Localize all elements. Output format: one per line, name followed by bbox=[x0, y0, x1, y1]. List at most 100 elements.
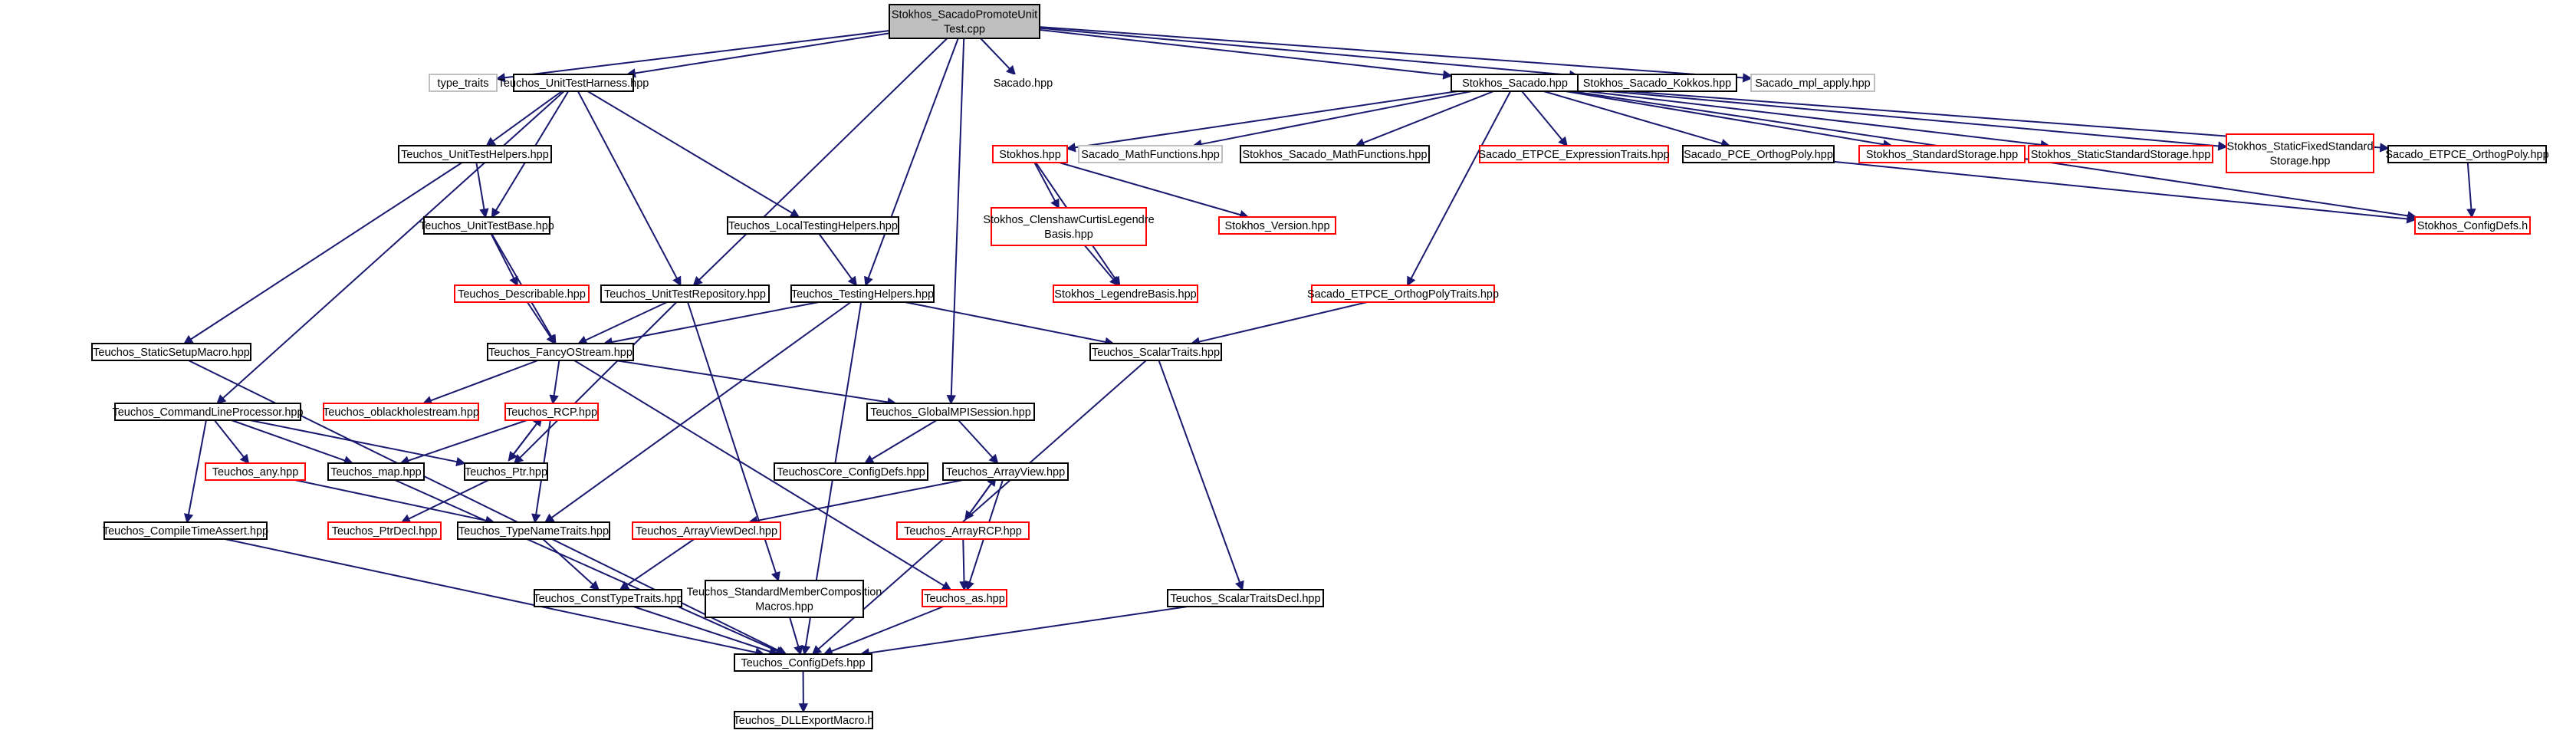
node-box bbox=[1479, 145, 1669, 163]
arrow-head-icon bbox=[811, 645, 823, 656]
node-box bbox=[2387, 145, 2547, 163]
node-any[interactable]: Teuchos_any.hpp bbox=[205, 462, 306, 481]
edge-uth-to-ltest bbox=[586, 90, 800, 218]
node-sstd[interactable]: Stokhos_StandardStorage.hpp bbox=[1858, 145, 2026, 163]
node-mpl[interactable]: Sacado_mpl_apply.hpp bbox=[1750, 74, 1875, 92]
node-label: Basis.hpp bbox=[1044, 229, 1093, 241]
edge-line bbox=[542, 538, 594, 586]
arrow-head-icon bbox=[491, 207, 501, 219]
node-ssk[interactable]: Stokhos_Sacado_Kokkos.hpp bbox=[1577, 74, 1737, 92]
node-box bbox=[992, 145, 1068, 163]
node-fos[interactable]: Teuchos_FancyOStream.hpp bbox=[487, 343, 634, 361]
arrow-head-icon bbox=[509, 275, 518, 287]
node-ssm[interactable]: Teuchos_StaticSetupMacro.hpp bbox=[91, 343, 251, 361]
node-setoptr[interactable]: Sacado_ETPCE_OrthogPolyTraits.hpp bbox=[1307, 284, 1499, 303]
edges-layer bbox=[182, 26, 2476, 713]
arrow-head-icon bbox=[183, 513, 194, 524]
arrow-head-icon bbox=[1558, 136, 1568, 147]
edge-arcp-to-av bbox=[964, 476, 997, 521]
node-sleg[interactable]: Stokhos_LegendreBasis.hpp bbox=[1053, 284, 1198, 303]
node-box bbox=[327, 521, 442, 540]
node-box bbox=[1577, 74, 1737, 92]
edge-setoptr-to-str bbox=[1190, 301, 1368, 347]
node-str[interactable]: Teuchos_ScalarTraits.hpp bbox=[1089, 343, 1222, 361]
edge-clp-to-ptr bbox=[249, 419, 466, 467]
node-rcp[interactable]: Teuchos_RCP.hpp bbox=[504, 403, 599, 421]
node-setet[interactable]: Sacado_ETPCE_ExpressionTraits.hpp bbox=[1478, 145, 1670, 163]
node-av[interactable]: Teuchos_ArrayView.hpp bbox=[942, 462, 1069, 481]
edge-line bbox=[964, 483, 992, 521]
node-uthelp[interactable]: Teuchos_UnitTestHelpers.hpp bbox=[398, 145, 552, 163]
node-utr[interactable]: Teuchos_UnitTestRepository.hpp bbox=[600, 284, 770, 303]
edge-stokhos-to-scc bbox=[1033, 162, 1060, 209]
node-box bbox=[942, 462, 1069, 481]
arrow-head-icon bbox=[531, 513, 541, 524]
node-label: Sacado_ETPCE_OrthogPolyTraits.hpp bbox=[1307, 288, 1499, 301]
arrow-head-icon bbox=[2466, 208, 2476, 219]
edge-line bbox=[756, 479, 963, 522]
arrow-head-icon bbox=[789, 209, 800, 218]
edge-avd-to-ctt bbox=[619, 538, 695, 590]
edge-line bbox=[958, 419, 994, 459]
edge-line bbox=[950, 38, 965, 396]
node-type_traits[interactable]: type_traits bbox=[429, 74, 498, 92]
edge-line bbox=[626, 538, 695, 587]
node-label: Stokhos_ConfigDefs.h bbox=[2417, 220, 2528, 232]
edge-line bbox=[1039, 28, 1444, 76]
arrow-head-icon bbox=[182, 334, 194, 344]
node-obh[interactable]: Teuchos_oblackholestream.hpp bbox=[323, 403, 479, 421]
edge-root-to-utr bbox=[692, 38, 948, 287]
node-box bbox=[513, 74, 634, 92]
edge-line bbox=[573, 360, 945, 587]
edge-line bbox=[1074, 90, 1458, 149]
node-setop[interactable]: Sacado_ETPCE_OrthogPoly.hpp bbox=[2385, 145, 2549, 163]
node-sver[interactable]: Stokhos_Version.hpp bbox=[1218, 216, 1336, 235]
arrow-head-icon bbox=[941, 581, 952, 590]
edge-scc-to-sleg bbox=[1083, 245, 1119, 287]
node-arcp[interactable]: Teuchos_ArrayRCP.hpp bbox=[896, 521, 1030, 540]
node-ltest[interactable]: Teuchos_LocalTestingHelpers.hpp bbox=[727, 216, 899, 235]
arrow-head-icon bbox=[863, 455, 875, 464]
node-stokhos[interactable]: Stokhos.hpp bbox=[992, 145, 1068, 163]
node-box bbox=[114, 403, 301, 421]
node-ptr[interactable]: Teuchos_Ptr.hpp bbox=[464, 462, 548, 481]
node-dll[interactable]: Teuchos_DLLExportMacro.h bbox=[734, 711, 874, 729]
node-cta[interactable]: Teuchos_CompileTimeAssert.hpp bbox=[103, 521, 268, 540]
node-spce[interactable]: Sacado_PCE_OrthogPoly.hpp bbox=[1682, 145, 1835, 163]
node-desc[interactable]: Teuchos_Describable.hpp bbox=[454, 284, 590, 303]
node-clp[interactable]: Teuchos_CommandLineProcessor.hpp bbox=[112, 403, 304, 421]
node-ss[interactable]: Stokhos_Sacado.hpp bbox=[1451, 74, 1579, 92]
node-sstatic[interactable]: Stokhos_StaticStandardStorage.hpp bbox=[2028, 145, 2213, 163]
node-utb[interactable]: Teuchos_UnitTestBase.hpp bbox=[419, 216, 554, 235]
node-uth[interactable]: Teuchos_UnitTestHarness.hpp bbox=[498, 74, 649, 92]
node-strd[interactable]: Teuchos_ScalarTraitsDecl.hpp bbox=[1167, 589, 1324, 607]
node-map[interactable]: Teuchos_map.hpp bbox=[327, 462, 425, 481]
node-tcc[interactable]: TeuchosCore_ConfigDefs.hpp bbox=[774, 462, 928, 481]
node-ctt[interactable]: Teuchos_ConstTypeTraits.hpp bbox=[533, 589, 683, 607]
node-avd[interactable]: Teuchos_ArrayViewDecl.hpp bbox=[632, 521, 781, 540]
edge-line bbox=[2466, 162, 2472, 210]
node-box bbox=[1311, 284, 1495, 303]
node-smf[interactable]: Sacado_MathFunctions.hpp bbox=[1078, 145, 1223, 163]
node-label: Sacado_ETPCE_OrthogPoly.hpp bbox=[2385, 149, 2548, 161]
node-label: Teuchos_TestingHelpers.hpp bbox=[791, 288, 934, 301]
node-as[interactable]: Teuchos_as.hpp bbox=[922, 589, 1007, 607]
edge-fos-to-gmpi bbox=[615, 360, 897, 407]
node-thelp[interactable]: Teuchos_TestingHelpers.hpp bbox=[790, 284, 935, 303]
edge-line bbox=[615, 360, 889, 403]
node-box bbox=[1078, 145, 1223, 163]
node-tconf[interactable]: Teuchos_ConfigDefs.hpp bbox=[734, 653, 872, 672]
node-sacado[interactable]: Sacado.hpp bbox=[986, 74, 1060, 91]
edge-line bbox=[187, 419, 207, 515]
node-sconf[interactable]: Stokhos_ConfigDefs.h bbox=[2414, 216, 2531, 235]
node-smcm[interactable]: Teuchos_StandardMemberCompositionMacros.… bbox=[687, 580, 882, 618]
node-ssmf[interactable]: Stokhos_Sacado_MathFunctions.hpp bbox=[1240, 145, 1430, 163]
node-ptrdecl[interactable]: Teuchos_PtrDecl.hpp bbox=[327, 521, 442, 540]
node-tnt[interactable]: Teuchos_TypeNameTraits.hpp bbox=[457, 521, 610, 540]
node-gmpi[interactable]: Teuchos_GlobalMPISession.hpp bbox=[866, 403, 1035, 421]
node-label: Teuchos_CommandLineProcessor.hpp bbox=[112, 406, 303, 419]
arrow-head-icon bbox=[485, 136, 497, 146]
